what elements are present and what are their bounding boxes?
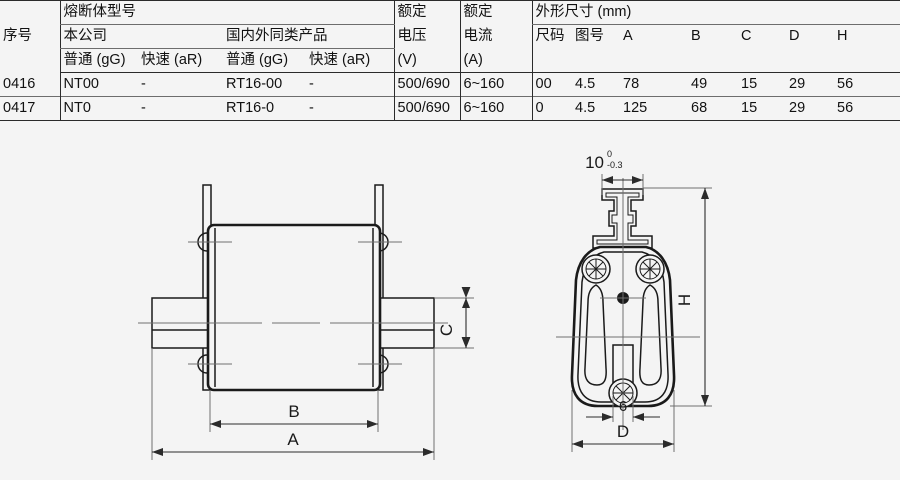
cell-voltage: 500/690 bbox=[393, 96, 460, 121]
cell-figure: 4.5 bbox=[575, 76, 596, 92]
header-figure-spacer bbox=[572, 48, 620, 73]
header-current-unit: (A) bbox=[459, 48, 532, 73]
header-rated-current-line1: 额定 bbox=[459, 0, 532, 25]
cell-own-fast: - bbox=[138, 96, 223, 121]
cell-own-normal: NT00 bbox=[59, 72, 138, 97]
side-centerlines bbox=[556, 178, 700, 430]
side-screw-top-left bbox=[581, 254, 611, 284]
cell-dim-c: 15 bbox=[741, 76, 758, 92]
technical-drawings: C B A bbox=[0, 140, 900, 480]
cell-voltage: 500/690 bbox=[393, 72, 460, 97]
table-header-row-1: 序号 熔断体型号 额定 额定 外形尺寸 (mm) bbox=[0, 0, 900, 73]
side-dim-6: 6 bbox=[586, 396, 660, 422]
front-centerlines bbox=[138, 241, 448, 365]
side-dim-6-label: 6 bbox=[619, 398, 627, 415]
table-header-row-3: 普通 (gG) 快速 (aR) 普通 (gG) 快速 (aR) (V) (A) bbox=[0, 48, 900, 73]
header-fast-ar-other: 快速 (aR) bbox=[306, 48, 394, 73]
cell-size: 0 bbox=[531, 96, 572, 121]
header-d-spacer bbox=[786, 48, 834, 73]
cell-own-normal: NT0 bbox=[59, 96, 138, 121]
side-screw-top-right bbox=[635, 254, 665, 284]
header-dim-b: B bbox=[691, 28, 701, 45]
cell-current: 6~160 bbox=[459, 72, 532, 97]
cell-seq: 0416 bbox=[3, 75, 36, 92]
front-dim-b: B bbox=[209, 390, 379, 432]
side-view-drawing: 10 0 -0.3 H 6 bbox=[556, 149, 712, 452]
header-voltage-unit: (V) bbox=[393, 48, 460, 73]
side-inner-slot-left bbox=[584, 284, 607, 386]
side-dim-d-label: D bbox=[617, 422, 629, 441]
front-dim-c: C bbox=[434, 287, 474, 349]
header-own-company: 本公司 bbox=[59, 24, 223, 49]
front-dim-a-label: A bbox=[287, 430, 299, 449]
header-size: 尺码 bbox=[531, 24, 572, 49]
front-dim-b-label: B bbox=[288, 402, 299, 421]
header-seq: 序号 bbox=[0, 0, 60, 73]
cell-dim-h: 56 bbox=[834, 96, 900, 121]
spec-table-element: 序号 熔断体型号 额定 额定 外形尺寸 (mm) 本公司 国内外同类产品 电压 … bbox=[0, 0, 900, 121]
header-fast-ar-own: 快速 (aR) bbox=[138, 48, 223, 73]
side-dim-top-tol-upper: 0 bbox=[607, 149, 612, 159]
header-figure-no: 图号 bbox=[575, 28, 604, 45]
cell-dim-d: 29 bbox=[786, 96, 834, 121]
header-dim-a: A bbox=[623, 28, 633, 45]
cell-dim-b: 68 bbox=[688, 96, 738, 121]
side-dim-top: 10 0 -0.3 bbox=[585, 149, 644, 195]
header-a-spacer bbox=[620, 48, 688, 73]
header-c-spacer bbox=[738, 48, 786, 73]
cell-other-normal: RT16-0 bbox=[223, 96, 306, 121]
cell-other-fast: - bbox=[306, 96, 394, 121]
cell-dim-d: 29 bbox=[789, 76, 806, 92]
cell-dim-c: 15 bbox=[738, 96, 786, 121]
header-dim-d: D bbox=[789, 28, 800, 45]
side-dim-d: D bbox=[571, 390, 675, 452]
table-header-row-2: 本公司 国内外同类产品 电压 电流 尺码 图号 A B C D H bbox=[0, 24, 900, 49]
cell-dim-h: 56 bbox=[837, 76, 854, 92]
header-rated-current-line2: 电流 bbox=[459, 24, 532, 49]
front-fuse-body bbox=[206, 223, 382, 392]
side-dim-h-label: H bbox=[675, 294, 694, 306]
side-dim-h: H bbox=[643, 187, 712, 407]
table-row: 0416 NT00 - RT16-00 - 500/690 6~160 00 4… bbox=[0, 72, 900, 97]
header-dimensions-group: 外形尺寸 (mm) bbox=[531, 0, 900, 25]
header-h-spacer bbox=[834, 48, 900, 73]
cell-dim-b: 49 bbox=[691, 76, 708, 92]
header-domestic-foreign: 国内外同类产品 bbox=[223, 24, 394, 49]
front-view-drawing: C B A bbox=[138, 184, 474, 460]
side-dim-top-tol-lower: -0.3 bbox=[607, 160, 623, 170]
header-normal-gg-own: 普通 (gG) bbox=[59, 48, 138, 73]
header-size-spacer bbox=[531, 48, 572, 73]
front-dim-a: A bbox=[151, 348, 435, 460]
cell-own-fast: - bbox=[141, 76, 146, 92]
cell-seq: 0417 bbox=[0, 96, 60, 121]
header-dim-h: H bbox=[837, 28, 848, 45]
cell-size: 00 bbox=[531, 72, 572, 97]
side-inner-slot-right bbox=[639, 284, 662, 386]
specification-table: 序号 熔断体型号 额定 额定 外形尺寸 (mm) 本公司 国内外同类产品 电压 … bbox=[0, 0, 900, 140]
cell-dim-a: 125 bbox=[620, 96, 688, 121]
cell-other-fast: - bbox=[309, 76, 314, 92]
header-fuse-model-group: 熔断体型号 bbox=[59, 0, 394, 25]
header-dim-c: C bbox=[741, 28, 752, 45]
side-dim-top-value: 10 bbox=[585, 153, 604, 172]
cell-figure: 4.5 bbox=[572, 96, 620, 121]
cell-current: 6~160 bbox=[459, 96, 532, 121]
table-row: 0417 NT0 - RT16-0 - 500/690 6~160 0 4.5 … bbox=[0, 96, 900, 121]
drawings-svg: C B A bbox=[138, 149, 712, 460]
header-b-spacer bbox=[688, 48, 738, 73]
header-rated-voltage-line2: 电压 bbox=[393, 24, 460, 49]
front-dim-c-label: C bbox=[437, 324, 456, 336]
cell-other-normal: RT16-00 bbox=[226, 76, 283, 92]
header-rated-voltage-line1: 额定 bbox=[393, 0, 460, 25]
header-normal-gg-other: 普通 (gG) bbox=[223, 48, 306, 73]
cell-dim-a: 78 bbox=[623, 76, 640, 92]
